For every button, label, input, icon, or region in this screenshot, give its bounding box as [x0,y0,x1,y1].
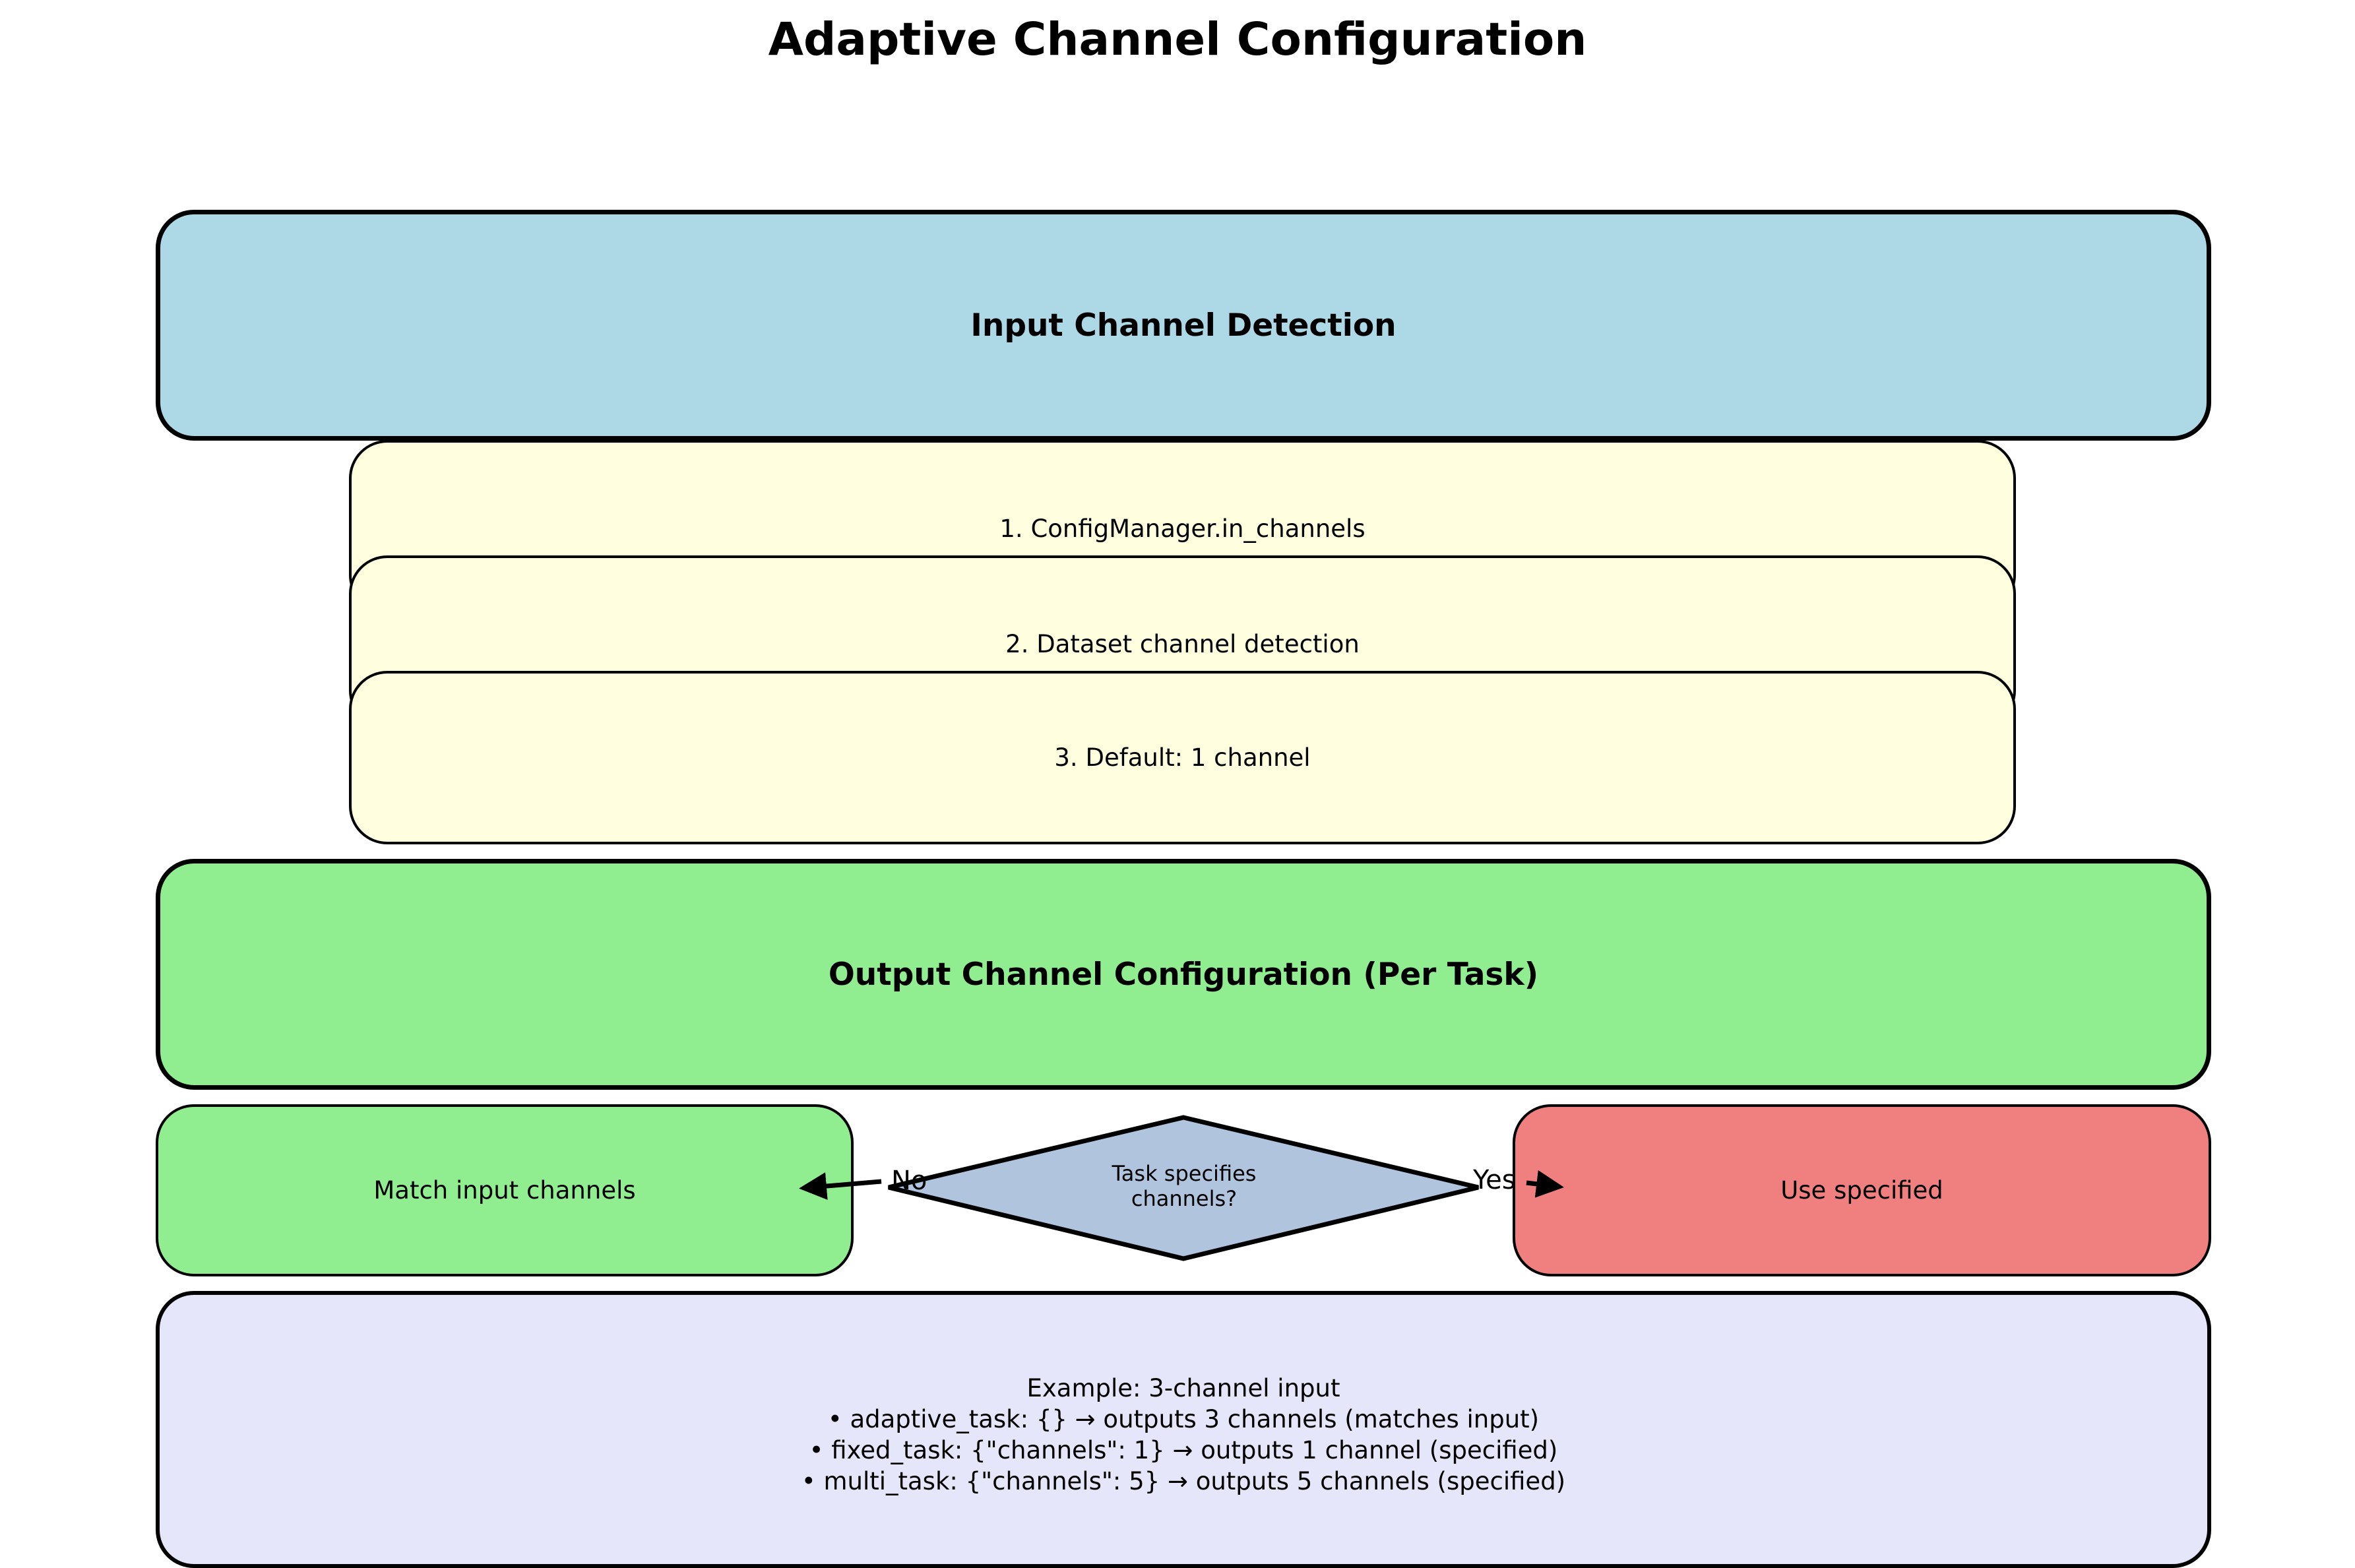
diagram-title: Adaptive Channel Configuration [768,13,1587,66]
example-line: • adaptive_task: {} → outputs 3 channels… [827,1405,1540,1433]
no-edge-label: No [891,1166,927,1196]
input-channel-detection-label: Input Channel Detection [970,307,1397,344]
output-channel-configuration-box: Output Channel Configuration (Per Task) [156,859,2211,1090]
example-line: • fixed_task: {"channels": 1} → outputs … [809,1436,1558,1464]
use-specified-label: Use specified [1780,1176,1943,1205]
step-default-label: 3. Default: 1 channel [1054,743,1311,772]
decision-label-line: Task specifies [1112,1161,1257,1186]
step-config-manager-label: 1. ConfigManager.in_channels [999,515,1366,543]
match-input-channels-box: Match input channels [156,1104,854,1276]
no-arrow [799,1172,882,1200]
step-default-box: 3. Default: 1 channel [349,671,2016,844]
input-channel-detection-box: Input Channel Detection [156,210,2211,441]
yes-arrow [1526,1170,1564,1198]
decision-label-line: channels? [1131,1186,1238,1211]
step-dataset-detection-label: 2. Dataset channel detection [1005,630,1360,658]
example-box: Example: 3-channel input • adaptive_task… [156,1291,2211,1568]
yes-edge-label: Yes [1473,1165,1516,1195]
use-specified-box: Use specified [1513,1104,2211,1276]
example-line: • multi_task: {"channels": 5} → outputs … [801,1467,1566,1495]
match-input-channels-label: Match input channels [373,1176,636,1205]
output-channel-configuration-label: Output Channel Configuration (Per Task) [828,956,1539,993]
decision-diamond [888,1115,1479,1261]
example-line: Example: 3-channel input [1026,1374,1340,1402]
